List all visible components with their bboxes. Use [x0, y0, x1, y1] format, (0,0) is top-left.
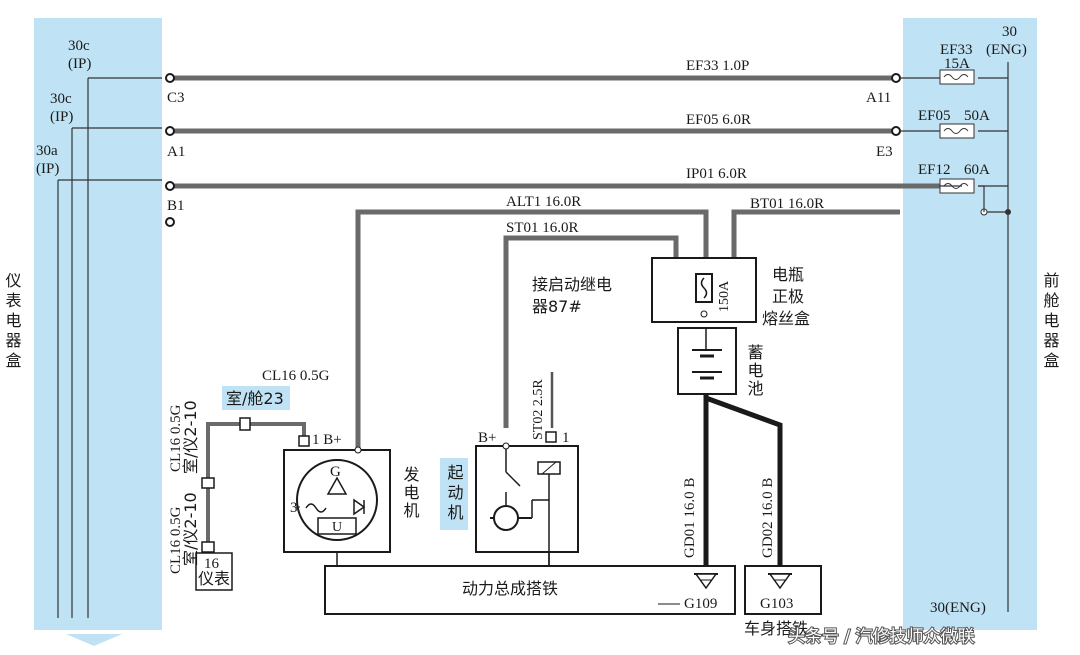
relay-note-line-2: 器87# — [532, 297, 582, 316]
pin-b1-connector — [165, 181, 175, 191]
fuse-ef33-rating: 15A — [944, 56, 970, 72]
instrument-cluster-pin — [195, 541, 233, 591]
starter-label: 起动机 — [445, 464, 464, 524]
wire-gd02 — [705, 395, 783, 570]
left-power-1-source: (IP) — [68, 56, 91, 72]
right-power-circuit: 30 — [1002, 24, 1017, 40]
wire-bt01-label: BT01 16.0R — [750, 196, 824, 212]
fuse-box-label-1: 电瓶 — [772, 265, 804, 284]
left-power-2-source: (IP) — [50, 109, 73, 125]
pin-a11-label: A11 — [866, 90, 891, 106]
watermark: 头条号 / 汽修技师众微联 — [788, 627, 975, 647]
fuse-ef05 — [900, 123, 975, 139]
body-ground-label: 车身搭铁 — [744, 619, 808, 638]
bus-junction — [1005, 209, 1011, 215]
pin-a1-connector — [165, 126, 175, 136]
front-compartment-electrical-box — [903, 18, 1037, 630]
instrument-electrical-box — [34, 18, 162, 630]
connector-cabin-compartment — [239, 417, 251, 431]
wire-ef33-label: EF33 1.0P — [686, 58, 749, 74]
pin-a11-connector — [891, 73, 901, 83]
wire-alt1 — [355, 209, 709, 448]
fuse-ef05-name: EF05 — [918, 108, 951, 124]
continue-arrow — [66, 634, 122, 646]
fuse-ef12-name: EF12 — [918, 162, 951, 178]
fuse-box-label-3: 熔丝盒 — [762, 309, 810, 328]
right-bottom-label: 30(ENG) — [930, 600, 986, 616]
generator-label: 发电机 — [401, 466, 420, 520]
left-power-2-circuit: 30c — [50, 91, 72, 107]
left-power-3-circuit: 30a — [36, 143, 58, 159]
fuse-ef33 — [900, 69, 975, 85]
fuse-ef33-name: EF33 — [940, 42, 973, 58]
connector-top-highlight — [222, 386, 290, 410]
pin-spare-connector — [165, 217, 175, 227]
connector-cabin-cluster — [201, 477, 215, 489]
wire-st01 — [503, 235, 679, 428]
relay-note-line-1: 接启动继电 — [532, 275, 612, 294]
wire-gd01-label: GD01 16.0 B — [682, 478, 698, 558]
pin-e3-label: E3 — [876, 144, 893, 160]
starter-motor-symbol — [475, 431, 579, 570]
generator-pin-3: 3 — [290, 500, 298, 516]
wire-bt01 — [731, 209, 900, 258]
connector-mid-wire: CL16 0.5G — [168, 404, 184, 472]
ground-g103-label: G103 — [760, 596, 793, 612]
fuse-ef05-rating: 50A — [964, 108, 990, 124]
pin-b1-label: B1 — [167, 198, 185, 214]
fuse-box-label-2: 正极 — [772, 287, 804, 306]
cluster-pin-label: 16 — [204, 556, 220, 572]
connector-low-label: 室/仪2-10 — [181, 492, 200, 566]
wire-alt1-label: ALT1 16.0R — [506, 194, 581, 210]
wire-st02-label: ST02 2.5R — [531, 379, 546, 440]
generator-u-terminal: U — [332, 520, 342, 535]
ground-bar-label: 动力总成搭铁 — [462, 579, 558, 598]
fuse-ef12-rating: 60A — [964, 162, 990, 178]
starter-bplus: B+ — [478, 430, 496, 446]
wire-ip01-label: IP01 6.0R — [686, 166, 747, 182]
wire-ef05-label: EF05 6.0R — [686, 112, 751, 128]
generator-g-terminal: G — [330, 464, 341, 480]
connector-top-label: 室/舱23 — [226, 389, 284, 408]
main-fuse-rating: 150A — [717, 280, 732, 312]
powertrain-ground-bar — [324, 565, 736, 615]
left-power-3-source: (IP) — [36, 161, 59, 177]
ground-g109-label: G109 — [684, 596, 717, 612]
pin-c3-label: C3 — [167, 90, 185, 106]
battery-label: 蓄电池 — [745, 344, 764, 398]
wire-cl16 — [246, 422, 306, 440]
wire-cl16-label: CL16 0.5G — [262, 368, 330, 384]
battery-icon — [677, 327, 737, 395]
left-box-label: 仪表电器盒 — [3, 272, 22, 372]
pin-e3-connector — [891, 126, 901, 136]
starter-label-highlight — [440, 458, 468, 530]
battery-fuse-box — [651, 257, 757, 323]
left-power-1-circuit: 30c — [68, 38, 90, 54]
connector-low-wire: CL16 0.5G — [168, 506, 184, 574]
wire-cl16-down — [206, 422, 246, 556]
fuse-ef12 — [939, 178, 985, 212]
pin-c3-connector — [165, 73, 175, 83]
pin-a1-label: A1 — [167, 144, 185, 160]
connector-mid-label: 室/仪2-10 — [181, 400, 200, 474]
right-power-source: (ENG) — [986, 42, 1027, 58]
starter-pin-1: 1 — [562, 430, 570, 446]
wire-st01-label: ST01 16.0R — [506, 220, 579, 236]
ground-symbol-g103 — [768, 573, 792, 590]
generator-symbol — [283, 435, 391, 553]
right-box-label: 前舱电器盒 — [1041, 272, 1060, 372]
wire-gd02-label: GD02 16.0 B — [760, 478, 776, 558]
cluster-name-label: 仪表 — [198, 569, 230, 588]
generator-pin-1: 1 B+ — [312, 432, 342, 448]
ground-symbol-g109 — [694, 573, 718, 590]
